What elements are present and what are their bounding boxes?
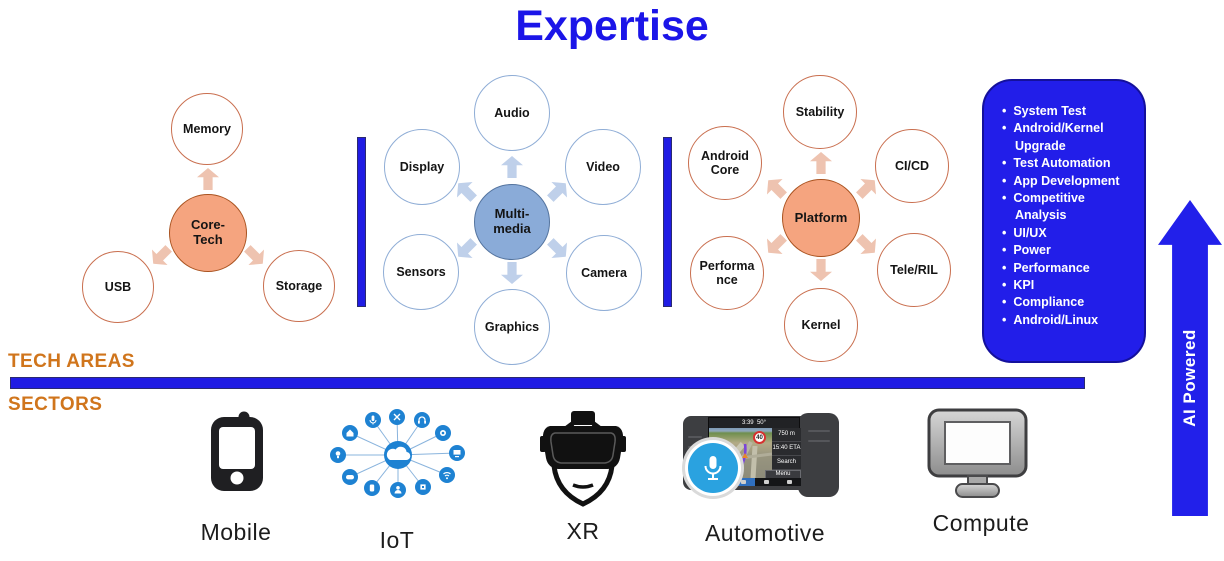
xr-headset-icon — [540, 411, 626, 507]
arrow-up-icon — [197, 168, 219, 190]
apps-grid-icon[interactable] — [755, 478, 778, 486]
node-video: Video — [565, 129, 641, 205]
sector-label-mobile: Mobile — [200, 519, 272, 545]
iot-node-person-icon — [390, 482, 406, 498]
sector-label-automotive: Automotive — [704, 520, 826, 546]
expertise-item: KPI — [1002, 277, 1136, 294]
page-title: Expertise — [515, 2, 709, 50]
expertise-item: Performance — [1002, 260, 1136, 277]
expertise-item: System Test — [1002, 103, 1136, 120]
eta-cell: 15:40 ETA — [772, 442, 801, 456]
sector-label-compute: Compute — [932, 510, 1030, 536]
microphone-icon — [704, 456, 722, 480]
distance-cell: 750 m — [772, 428, 801, 442]
expertise-item: Android/Kernel Upgrade — [1002, 120, 1136, 155]
clock: 3:39 — [741, 420, 754, 426]
divider-bar-left — [357, 137, 366, 307]
node-display: Display — [384, 129, 460, 205]
node-memory: Memory — [171, 93, 243, 165]
iot-node-gear-icon — [435, 425, 451, 441]
node-graphics: Graphics — [474, 289, 550, 365]
tech-areas-heading: TECH AREAS — [8, 351, 135, 372]
mobile-phone-icon — [211, 411, 263, 491]
voice-mic-button[interactable] — [688, 443, 738, 493]
node-tele-ril: Tele/RIL — [877, 233, 951, 307]
iot-node-monitor-icon — [449, 445, 465, 461]
node-sensors: Sensors — [383, 234, 459, 310]
node-android-core: Android Core — [688, 126, 762, 200]
expertise-list-box: System Test Android/Kernel Upgrade Test … — [982, 79, 1146, 363]
node-kernel: Kernel — [784, 288, 858, 362]
divider-bar-right — [663, 137, 672, 307]
node-audio: Audio — [474, 75, 550, 151]
arrow-up-icon — [810, 152, 832, 174]
node-cicd: CI/CD — [875, 129, 949, 203]
nav-info-panel: 750 m 15:40 ETA Search — [772, 428, 801, 470]
temperature: 50° — [756, 420, 767, 426]
nav-app-icon[interactable] — [732, 478, 755, 486]
status-bar: 3:39 50° — [709, 418, 799, 428]
node-storage: Storage — [263, 250, 335, 322]
expertise-list: System Test Android/Kernel Upgrade Test … — [1002, 103, 1136, 329]
node-performance: Performance — [690, 236, 764, 310]
hub-core-tech: Core-Tech — [169, 194, 247, 272]
expertise-item: Power — [1002, 242, 1136, 259]
search-button[interactable]: Search — [772, 456, 801, 470]
iot-node-headphones-icon — [414, 412, 430, 428]
expertise-item: Compliance — [1002, 294, 1136, 311]
iot-node-tools-icon — [389, 409, 405, 425]
head-unit-groove — [688, 436, 702, 438]
expertise-item: Test Automation — [1002, 155, 1136, 172]
node-camera: Camera — [566, 235, 642, 311]
compute-monitor-icon — [927, 408, 1028, 498]
iot-node-gamepad-icon — [342, 469, 358, 485]
arrow-down-icon — [810, 259, 832, 281]
iot-hub-cloud-icon — [384, 441, 412, 469]
speed-limit-badge: 40 — [753, 431, 766, 444]
expertise-item: Competitive Analysis — [1002, 190, 1136, 225]
head-unit-groove — [808, 430, 830, 432]
iot-node-chip-icon — [415, 479, 431, 495]
expertise-item: UI/UX — [1002, 225, 1136, 242]
iot-node-bulb-icon — [330, 447, 346, 463]
iot-node-wifi-icon — [439, 467, 455, 483]
head-unit-groove — [688, 446, 702, 448]
node-usb: USB — [82, 251, 154, 323]
automotive-head-unit: 3:39 50° 40 750 m 15:40 ETA Search Menu — [680, 408, 842, 506]
iot-network-icon — [330, 409, 465, 498]
iot-node-mic-icon — [365, 412, 381, 428]
head-unit-groove — [808, 440, 830, 442]
ai-powered-arrow-icon: AI Powered — [1158, 200, 1222, 516]
expertise-item: Android/Linux — [1002, 312, 1136, 329]
hub-multimedia: Multi-media — [474, 184, 550, 260]
sector-label-iot: IoT — [379, 527, 415, 553]
sector-label-xr: XR — [566, 518, 600, 544]
expertise-item: App Development — [1002, 173, 1136, 190]
iot-node-home-icon — [342, 425, 358, 441]
arrow-up-icon — [501, 156, 523, 178]
settings-app-icon[interactable] — [778, 478, 801, 486]
hub-platform: Platform — [782, 179, 860, 257]
node-stability: Stability — [783, 75, 857, 149]
arrow-down-icon — [501, 262, 523, 284]
sectors-heading: SECTORS — [8, 394, 103, 415]
ai-powered-label: AI Powered — [1180, 329, 1199, 427]
iot-node-phone-icon — [364, 480, 380, 496]
separator-bar — [10, 377, 1085, 389]
